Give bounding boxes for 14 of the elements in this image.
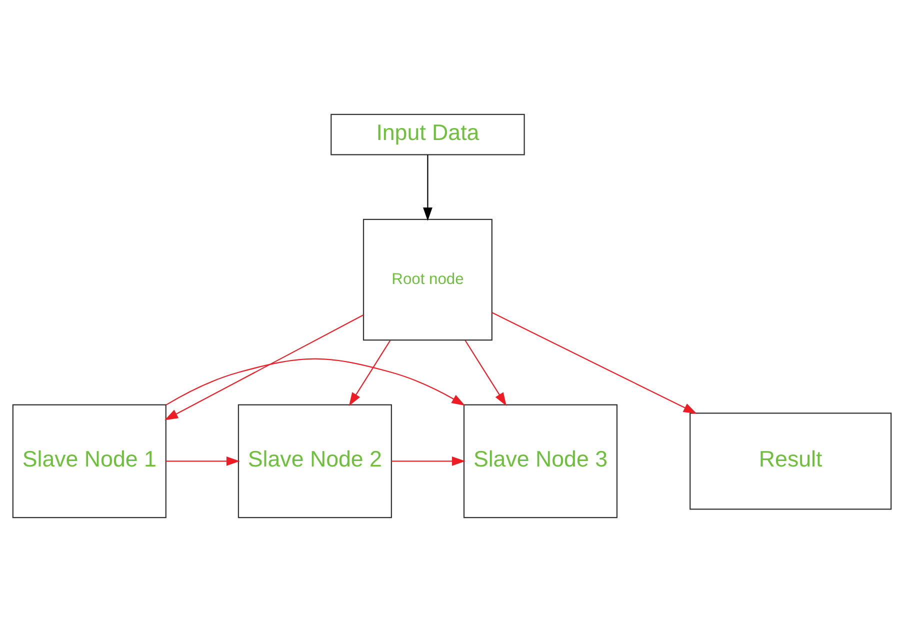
node-box: Slave Node 1 [12,404,166,518]
node-box: Root node [362,218,492,340]
arrow [492,312,697,414]
node-box: Slave Node 2 [238,404,392,518]
arrow [464,340,506,406]
arrow [164,314,364,420]
arrow [392,456,466,466]
arrow [166,456,240,466]
node-box: Slave Node 3 [463,404,618,518]
arrow [423,154,432,220]
arrow [348,340,391,406]
arrow [166,358,466,406]
node-box: Result [690,412,892,510]
node-box: Input Data [330,113,525,155]
